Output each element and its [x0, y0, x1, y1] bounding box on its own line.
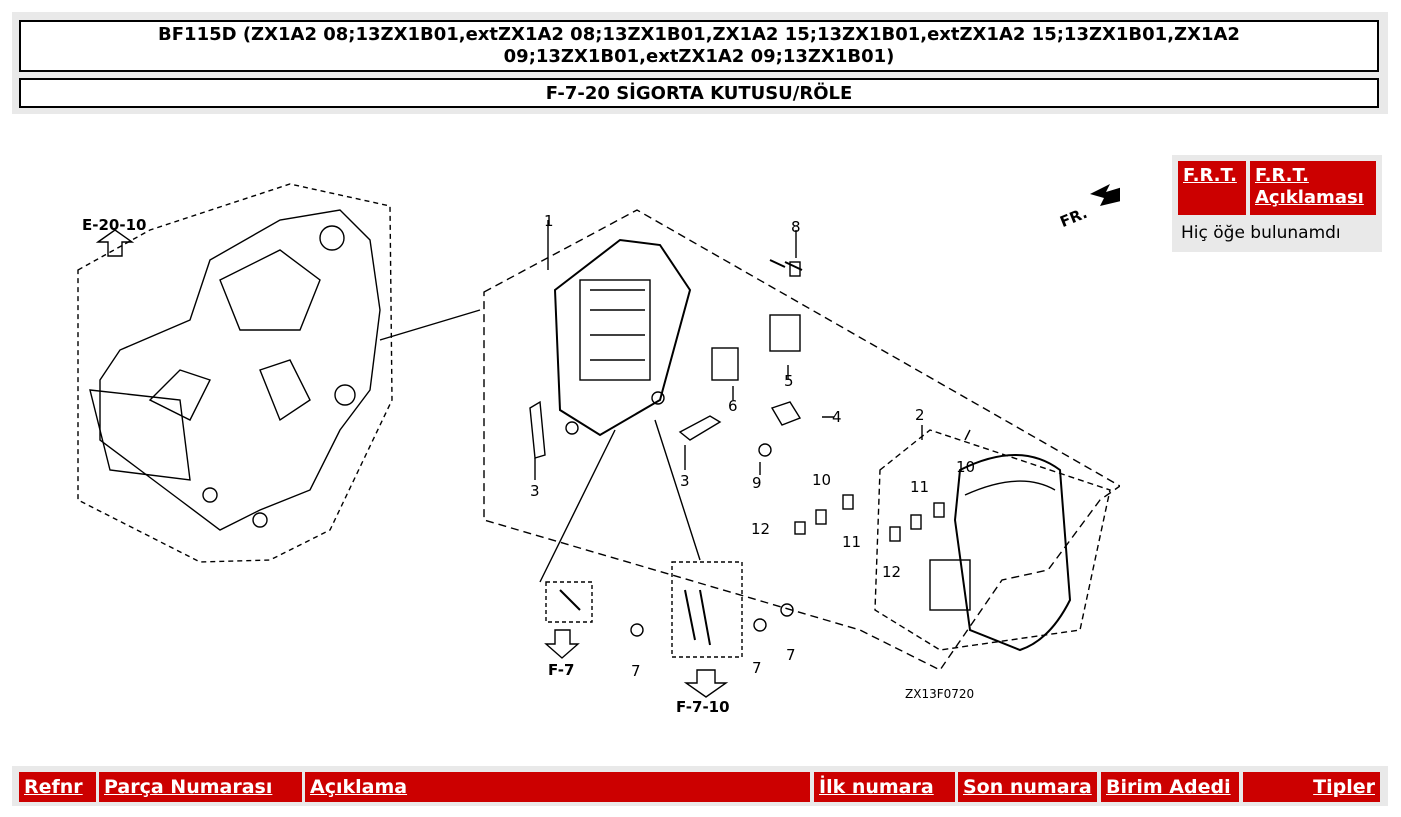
callout-11: 11: [842, 533, 861, 551]
diagram-title: F-7-20 SİGORTA KUTUSU/RÖLE: [19, 78, 1379, 108]
callout-5: 5: [784, 372, 794, 390]
callout-12: 12: [751, 520, 770, 538]
callout-10: 10: [956, 458, 975, 476]
callout-7: 7: [631, 662, 641, 680]
callout-2: 2: [915, 406, 925, 424]
col-header-types[interactable]: Tipler: [1243, 772, 1380, 802]
col-header-refnr-link[interactable]: Refnr: [24, 776, 83, 798]
col-header-unit-qty[interactable]: Birim Adedi: [1101, 772, 1239, 802]
ref-label-f7: F-7: [548, 661, 574, 679]
col-header-unit-qty-link[interactable]: Birim Adedi: [1106, 776, 1231, 798]
callout-1: 1: [544, 212, 554, 230]
col-header-first-number[interactable]: İlk numara: [814, 772, 955, 802]
col-header-part-number[interactable]: Parça Numarası: [99, 772, 302, 802]
frt-description-header[interactable]: F.R.T. Açıklaması: [1250, 161, 1376, 215]
callout-12: 12: [882, 563, 901, 581]
col-header-types-link[interactable]: Tipler: [1313, 776, 1375, 798]
parts-diagram: E-20-10 F-7 F-7-10 FR. ZX13F0720 1 2 3 3…: [77, 183, 1120, 716]
page-title: BF115D (ZX1A2 08;13ZX1B01,extZX1A2 08;13…: [19, 20, 1379, 72]
callout-11: 11: [910, 478, 929, 496]
col-header-description-link[interactable]: Açıklama: [310, 776, 408, 798]
callout-9: 9: [752, 474, 762, 492]
callout-3: 3: [680, 472, 690, 490]
callout-6: 6: [728, 397, 738, 415]
col-header-part-number-link[interactable]: Parça Numarası: [104, 776, 273, 798]
callout-8: 8: [791, 218, 801, 236]
col-header-last-number-link[interactable]: Son numara: [963, 776, 1092, 798]
frt-description-header-link[interactable]: F.R.T. Açıklaması: [1255, 165, 1364, 208]
callout-7: 7: [752, 659, 762, 677]
ref-label-e2010: E-20-10: [82, 216, 146, 234]
col-header-description[interactable]: Açıklama: [305, 772, 810, 802]
callout-10: 10: [812, 471, 831, 489]
callout-3: 3: [530, 482, 540, 500]
col-header-refnr[interactable]: Refnr: [19, 772, 96, 802]
front-label: FR.: [1057, 204, 1090, 231]
frt-header-link[interactable]: F.R.T.: [1183, 165, 1237, 186]
ref-label-f710: F-7-10: [676, 698, 730, 716]
col-header-last-number[interactable]: Son numara: [958, 772, 1097, 802]
callout-4: 4: [832, 408, 842, 426]
col-header-first-number-link[interactable]: İlk numara: [819, 776, 934, 798]
frt-header[interactable]: F.R.T.: [1178, 161, 1246, 215]
callout-7: 7: [786, 646, 796, 664]
diagram-code: ZX13F0720: [905, 687, 974, 701]
frt-empty-message: Hiç öğe bulunamdı: [1178, 220, 1379, 246]
